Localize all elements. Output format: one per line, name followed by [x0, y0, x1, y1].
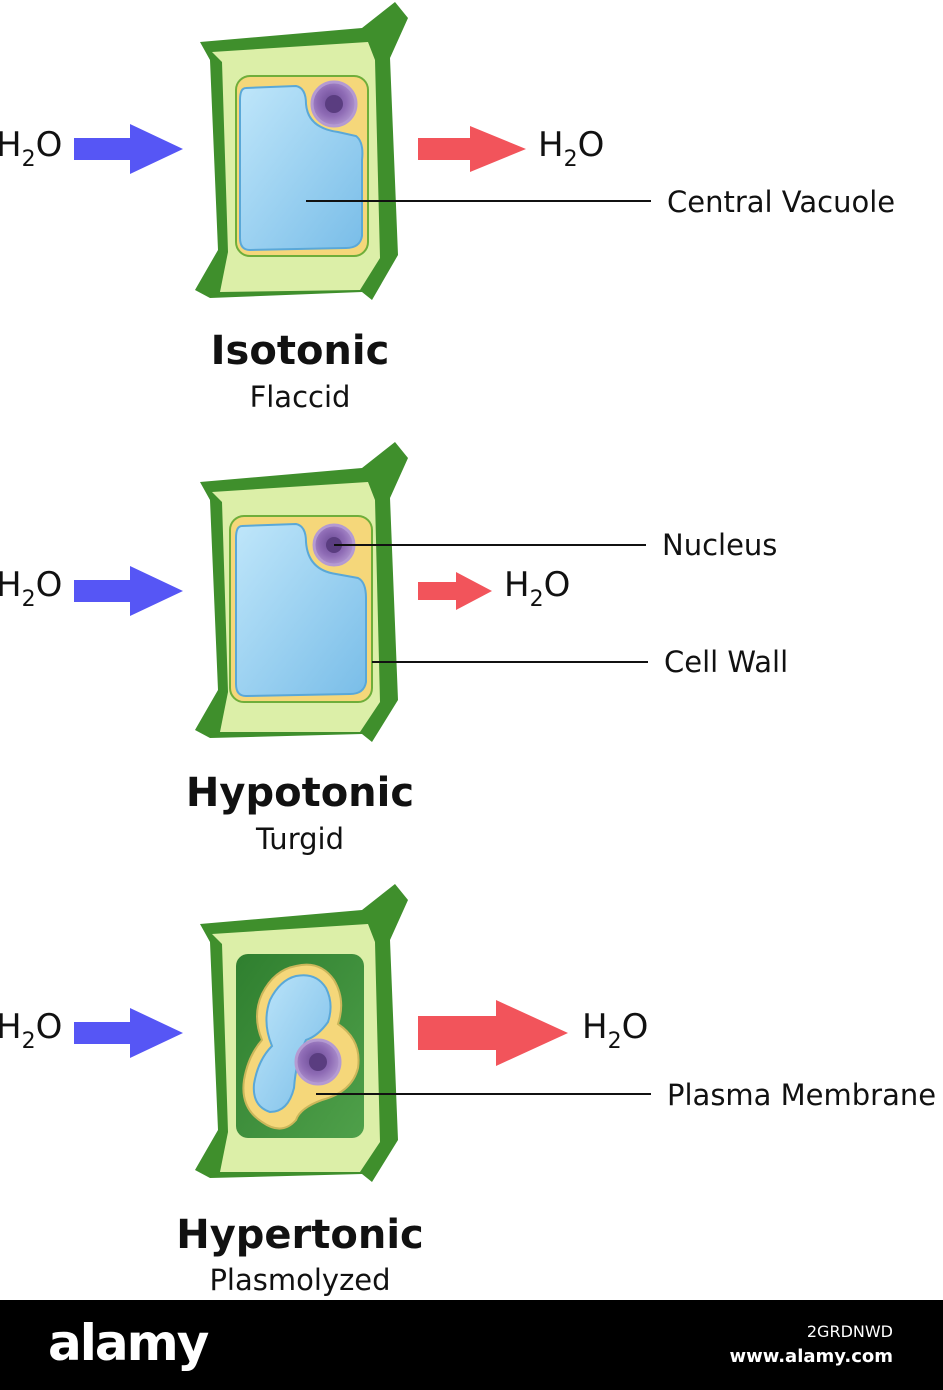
plasma-membrane-label: Plasma Membrane	[667, 1078, 936, 1112]
outflow-arrow	[418, 572, 492, 610]
outflow-arrow	[418, 1000, 568, 1066]
inflow-arrow	[74, 124, 183, 174]
inflow-arrow	[74, 566, 183, 616]
watermark-footer: alamy 2GRDNWD www.alamy.com	[0, 1300, 943, 1390]
plant-cell	[195, 2, 408, 300]
outflow-arrow	[418, 126, 526, 172]
osmosis-diagram: H2O H2O Central Vacuole Isotonic Flaccid…	[0, 2, 936, 1297]
panel-title: Isotonic	[211, 328, 390, 374]
h2o-out-label: H2O	[582, 1007, 648, 1054]
h2o-in-label: H2O	[0, 1007, 62, 1054]
nucleus-label: Nucleus	[662, 528, 777, 562]
central-vacuole	[252, 974, 332, 1114]
plant-cell	[195, 884, 408, 1182]
h2o-out-label: H2O	[538, 125, 604, 172]
panel-isotonic: H2O H2O Central Vacuole Isotonic Flaccid	[0, 2, 895, 414]
panel-subtitle: Flaccid	[250, 380, 351, 414]
cell-wall-label: Cell Wall	[664, 645, 788, 679]
inflow-arrow	[74, 1008, 183, 1058]
panel-subtitle: Plasmolyzed	[209, 1263, 390, 1297]
panel-hypotonic: H2O H2O Nucleus Cell Wall Hypotonic Turg…	[0, 442, 788, 856]
central-vacuole-label: Central Vacuole	[667, 185, 895, 219]
panel-subtitle: Turgid	[255, 822, 344, 856]
panel-title: Hypertonic	[176, 1212, 424, 1258]
h2o-in-label: H2O	[0, 565, 62, 612]
panel-title: Hypotonic	[186, 770, 414, 816]
h2o-in-label: H2O	[0, 125, 62, 172]
h2o-out-label: H2O	[504, 565, 570, 612]
central-vacuole	[235, 522, 367, 698]
plant-cell	[195, 442, 408, 742]
image-code: 2GRDNWD	[806, 1322, 893, 1341]
central-vacuole	[239, 84, 364, 252]
panel-hypertonic: H2O H2O Plasma Membrane Hypertonic Plasm…	[0, 884, 936, 1297]
alamy-logo: alamy	[48, 1314, 209, 1372]
alamy-url: www.alamy.com	[729, 1346, 893, 1367]
